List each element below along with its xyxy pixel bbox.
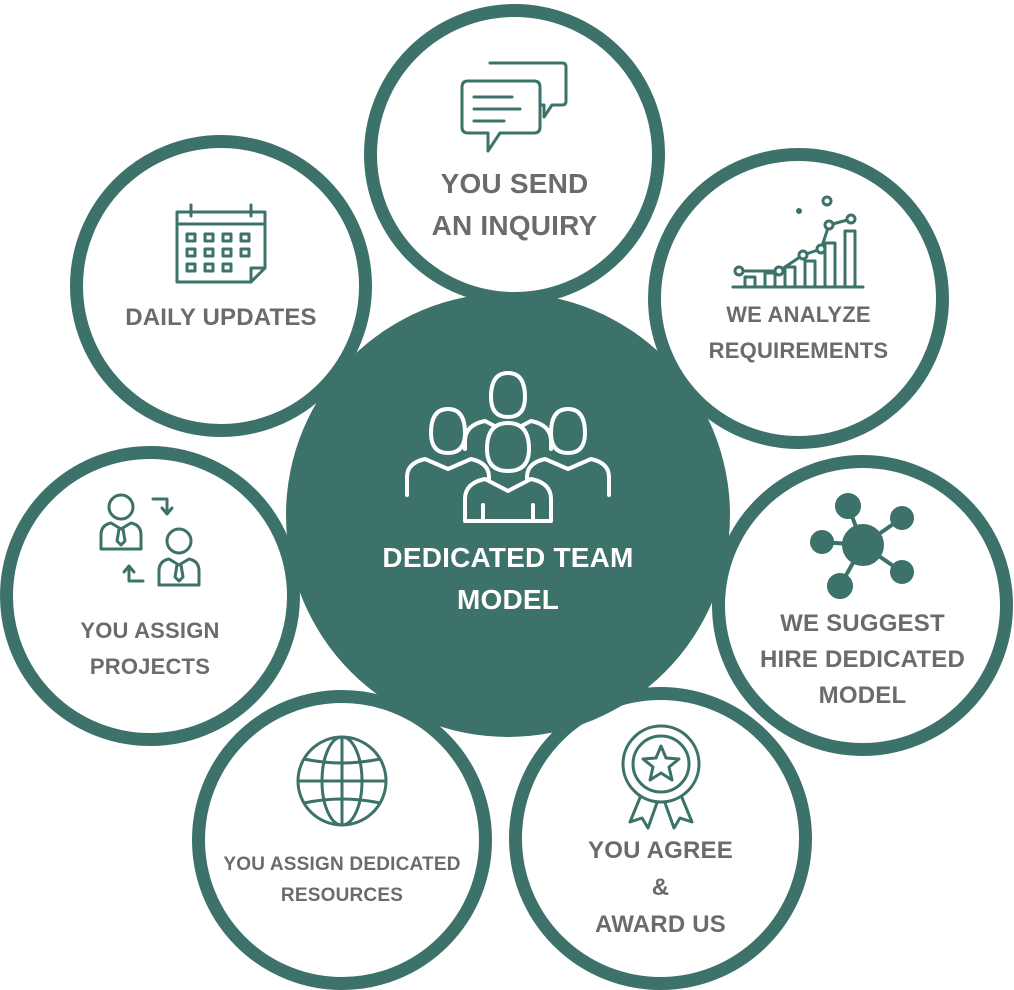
step-label: WE ANALYZE REQUIREMENTS: [708, 302, 889, 363]
chat-bubbles-icon: [460, 61, 567, 153]
center-label: DEDICATED TEAM MODEL: [382, 542, 634, 615]
step-label: DAILY UPDATES: [125, 304, 317, 331]
step-label: YOU ASSIGN PROJECTS: [80, 618, 220, 679]
step-agree: YOU AGREE & AWARD US: [509, 687, 812, 990]
growth-chart-icon: [731, 195, 864, 289]
step-suggest: WE SUGGEST HIRE DEDICATED MODEL: [712, 455, 1013, 756]
step-assign-resources: YOU ASSIGN DEDICATED RESOURCES: [192, 690, 492, 990]
step-label: YOU ASSIGN DEDICATED RESOURCES: [223, 854, 461, 906]
award-badge-icon: [621, 724, 700, 830]
calendar-icon: [175, 203, 267, 284]
globe-icon: [296, 735, 388, 827]
step-daily-updates: DAILY UPDATES: [70, 135, 372, 437]
step-send-inquiry: YOU SEND AN INQUIRY: [364, 4, 665, 305]
team-icon: [405, 371, 611, 523]
step-assign-projects: YOU ASSIGN PROJECTS: [0, 446, 300, 746]
network-icon: [809, 493, 914, 599]
delegation-icon: [99, 493, 201, 587]
step-label: YOU AGREE & AWARD US: [588, 837, 733, 938]
step-label: YOU SEND AN INQUIRY: [431, 168, 598, 241]
step-label: WE SUGGEST HIRE DEDICATED MODEL: [759, 610, 966, 709]
center-hub: DEDICATED TEAM MODEL: [286, 293, 730, 737]
